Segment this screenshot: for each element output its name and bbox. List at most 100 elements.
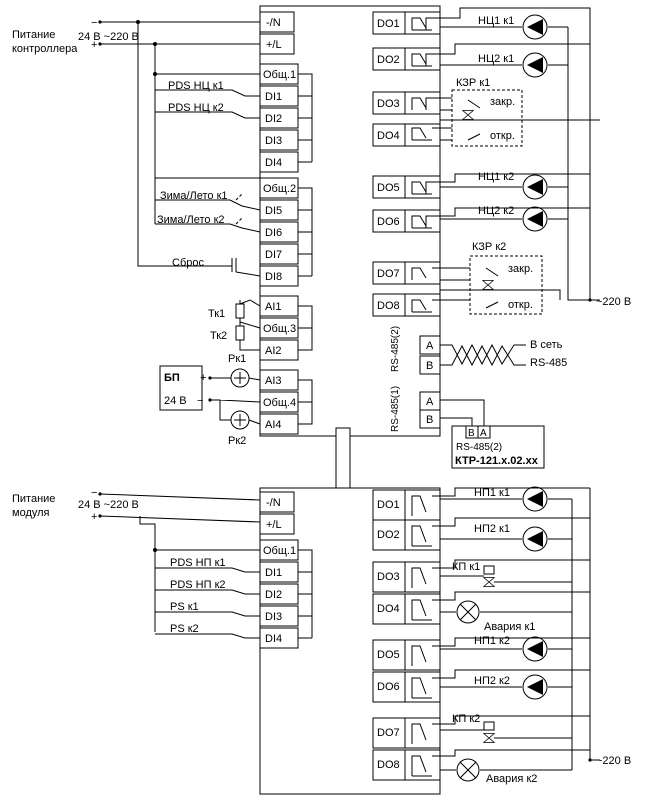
terminal-label: DI8 bbox=[265, 271, 282, 283]
valve-state: откр. bbox=[490, 130, 515, 142]
terminal-label: DO3 bbox=[377, 571, 400, 583]
terminal-label: DO7 bbox=[377, 268, 400, 280]
output-label: НП1 к2 bbox=[474, 635, 510, 647]
terminal-label: -/N bbox=[266, 17, 281, 29]
terminal-label: AI1 bbox=[265, 301, 282, 313]
pump-icon bbox=[522, 206, 548, 232]
terminal-label: DO8 bbox=[377, 300, 400, 312]
device-terminal: A bbox=[480, 428, 487, 439]
input-label: PS к2 bbox=[170, 623, 199, 635]
pump-icon bbox=[522, 174, 548, 200]
output-label: КЗР к1 bbox=[456, 77, 490, 89]
terminal-label: DI2 bbox=[265, 589, 282, 601]
terminal-label: DI6 bbox=[265, 227, 282, 239]
power-label: Питание bbox=[12, 29, 55, 41]
valve-box-1 bbox=[451, 89, 523, 147]
output-label: КП к1 bbox=[452, 561, 480, 573]
svg-text:−: − bbox=[91, 17, 97, 29]
valve-icon bbox=[482, 280, 494, 290]
svg-text:−: − bbox=[197, 395, 203, 407]
pump-icon bbox=[522, 14, 548, 40]
terminal-label: DO2 bbox=[377, 54, 400, 66]
terminal-label: DI1 bbox=[265, 567, 282, 579]
device-terminal: B bbox=[468, 428, 475, 439]
di-group-2: Общ.2 DI5 DI6 DI7 DI8 bbox=[259, 177, 313, 287]
power-label: Питание bbox=[12, 493, 55, 505]
input-label: PDS НЦ к1 bbox=[168, 80, 224, 92]
terminal-label: AI2 bbox=[265, 345, 282, 357]
svg-text:+: + bbox=[91, 511, 97, 523]
output-label: НЦ2 к1 bbox=[478, 53, 514, 65]
output-label: НП2 к2 bbox=[474, 675, 510, 687]
psu-box bbox=[159, 365, 203, 411]
port-label: B bbox=[426, 414, 433, 426]
svg-text:+: + bbox=[91, 39, 97, 51]
terminal-label: Общ.1 bbox=[263, 69, 296, 81]
device-model: КТР-121.х.02.хх bbox=[455, 455, 539, 467]
pump-icon bbox=[522, 52, 548, 78]
output-label: НЦ2 к2 bbox=[478, 205, 514, 217]
controller-block: -/N +/L Общ.1 DI1 DI2 DI3 DI4 Общ.2 DI5 … bbox=[259, 5, 441, 437]
psu-voltage: 24 В bbox=[164, 395, 187, 407]
input-label: Сброс bbox=[172, 257, 204, 269]
terminal-label: Общ.4 bbox=[263, 397, 296, 409]
module-block: -/N +/L Общ.1 DI1 DI2 DI3 DI4 DO1 DO2 DO… bbox=[259, 487, 441, 795]
terminal-label: DI5 bbox=[265, 205, 282, 217]
supply-label: 24 В ~220 В bbox=[78, 31, 139, 43]
port-label: A bbox=[426, 396, 434, 408]
output-label: Авария к1 bbox=[484, 621, 535, 633]
power-label: контроллера bbox=[12, 43, 78, 55]
terminal-label: DO5 bbox=[377, 649, 400, 661]
terminal-label: DI4 bbox=[265, 157, 282, 169]
terminal-label: AI4 bbox=[265, 419, 282, 431]
input-label: Зима/Лето к2 bbox=[157, 214, 225, 226]
di-group-1: Общ.1 DI1 DI2 DI3 DI4 bbox=[259, 63, 313, 173]
controller-power: Питание контроллера 24 В ~220 В − + bbox=[12, 17, 260, 267]
psu-label: БП bbox=[164, 372, 180, 384]
rs485-1-label: RS-485(1) bbox=[390, 386, 401, 432]
terminal-label: +/L bbox=[266, 39, 282, 51]
input-label: PDS НП к2 bbox=[170, 579, 226, 591]
network-label: RS-485 bbox=[530, 357, 567, 369]
input-label: PS к1 bbox=[170, 601, 199, 613]
network-label: В сеть bbox=[530, 339, 563, 351]
terminal-label: Общ.1 bbox=[263, 545, 296, 557]
terminal-label: AI3 bbox=[265, 375, 282, 387]
terminal-label: +/L bbox=[266, 519, 282, 531]
module-inputs: PDS НП к1 PDS НП к2 PS к1 PS к2 bbox=[155, 557, 260, 639]
pump-icon bbox=[522, 674, 548, 700]
supply-label: ~220 В bbox=[596, 755, 631, 767]
output-label: КЗР к2 bbox=[472, 241, 506, 253]
pump-icon bbox=[522, 486, 548, 512]
rs485-network: В сеть RS-485 B A RS-485(2) КТР-121.х.02… bbox=[440, 339, 567, 469]
valve-state: закр. bbox=[508, 263, 533, 275]
svg-text:+: + bbox=[200, 372, 206, 384]
terminal-label: DI1 bbox=[265, 91, 282, 103]
input-label: Зима/Лето к1 bbox=[160, 190, 228, 202]
output-label: НЦ1 к2 bbox=[478, 171, 514, 183]
input-label: PDS НЦ к2 bbox=[168, 102, 224, 114]
valve-icon bbox=[483, 577, 495, 587]
terminal-label: DI2 bbox=[265, 113, 282, 125]
terminal-label: DI3 bbox=[265, 611, 282, 623]
alarm-lamp-icon bbox=[456, 758, 480, 782]
terminal-label: DO5 bbox=[377, 182, 400, 194]
ai-group-1: AI1 Общ.3 AI2 bbox=[259, 295, 313, 361]
terminal-label: DI4 bbox=[265, 633, 282, 645]
rs485-ports: A B A B RS-485(2) RS-485(1) bbox=[390, 326, 441, 432]
pump-icon bbox=[522, 636, 548, 662]
device-port: RS-485(2) bbox=[456, 442, 502, 453]
do-outputs: DO1 DO2 DO3 DO4 DO5 DO6 DO7 DO8 bbox=[372, 11, 441, 317]
valve-icon bbox=[462, 110, 474, 120]
ai-group-2: AI3 Общ.4 AI4 bbox=[259, 369, 313, 435]
output-label: НП1 к1 bbox=[474, 487, 510, 499]
terminal-label: DO8 bbox=[377, 759, 400, 771]
terminal-label: DO6 bbox=[377, 681, 400, 693]
terminal-label: DO1 bbox=[377, 499, 400, 511]
pump-icon bbox=[522, 526, 548, 552]
terminal-label: DO6 bbox=[377, 216, 400, 228]
terminal-label: DO4 bbox=[377, 130, 400, 142]
port-label: A bbox=[426, 340, 434, 352]
terminal-label: DO7 bbox=[377, 727, 400, 739]
